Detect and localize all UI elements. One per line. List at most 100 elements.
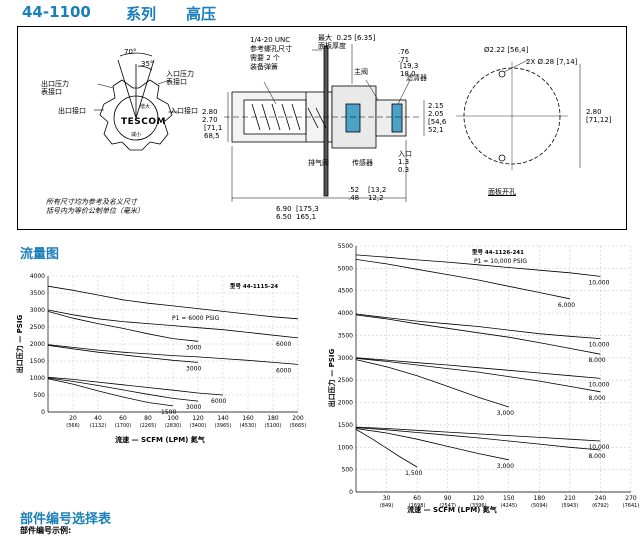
dim-280-mm-label: [71,1 68,5 xyxy=(204,124,223,140)
thread-spec-label: 1/4-20 UNC 参考螺孔尺寸 需要 2 个 装备弹簧 xyxy=(250,36,292,71)
y-tick-label: 500 xyxy=(34,392,46,399)
x-tick-label: 100 xyxy=(167,415,179,422)
x-tick-lpm-label: (4245) xyxy=(500,503,517,509)
series-line xyxy=(355,359,509,408)
dimension-note: 所有尺寸均为参考及名义尺寸 括号内为等价公制单位（毫米） xyxy=(46,198,144,215)
y-tick-label: 1500 xyxy=(338,422,353,429)
x-tick-lpm-label: (1132) xyxy=(90,423,107,429)
series-label: 6000 xyxy=(276,341,291,348)
series-label: 10,000 xyxy=(588,342,609,349)
x-tick-label: 40 xyxy=(94,415,102,422)
knob-leader-lines xyxy=(94,79,178,113)
model-title: 44-1100 xyxy=(22,3,91,21)
series-line xyxy=(47,377,199,402)
series-line xyxy=(355,357,601,379)
y-tick-label: 5500 xyxy=(338,243,353,250)
parts-section-title: 部件编号选择表 xyxy=(20,512,112,527)
y-axis-label: 出口压力 — PSIG xyxy=(15,315,24,374)
dim-280-label: 2.80 2.70 xyxy=(202,108,218,124)
x-tick-label: 180 xyxy=(534,495,546,502)
dim-052-label: .52 .48 xyxy=(348,186,360,202)
y-tick-label: 500 xyxy=(342,467,354,474)
series-line xyxy=(47,376,224,396)
series-line xyxy=(355,426,601,442)
x-tick-lpm-label: (6792) xyxy=(592,503,609,509)
x-tick-label: 150 xyxy=(503,495,515,502)
y-tick-label: 3000 xyxy=(338,355,353,362)
x-tick-lpm-label: (3396) xyxy=(470,503,487,509)
series-line xyxy=(355,428,509,461)
panel-hole-label: 面板开孔 xyxy=(488,188,516,196)
series-line xyxy=(355,259,570,300)
increase-label: 增大 xyxy=(140,103,150,110)
chart-title: 型号 44-1126-241 xyxy=(472,248,524,256)
x-tick-lpm-label: (3965) xyxy=(215,423,232,429)
x-tick-label: 60 xyxy=(119,415,127,422)
outlet-port-label: 出口接口 xyxy=(58,107,86,115)
flow-chart-44-1126-241: 0500100015002000250030003500400045005000… xyxy=(327,243,639,514)
series-label: 3000 xyxy=(186,404,201,411)
x-tick-lpm-label: (2265) xyxy=(140,423,157,429)
decrease-label: 减小 xyxy=(131,131,141,138)
dim-052-mm-label: [13,2 12,2 xyxy=(368,186,387,202)
inlet-port-label: 入口接口 xyxy=(170,107,198,115)
dim-690-label: 6.90 6.50 xyxy=(276,205,292,221)
series-label: 3000 xyxy=(186,365,201,372)
y-tick-label: 0 xyxy=(41,409,45,416)
y-tick-label: 2000 xyxy=(338,400,353,407)
y-tick-label: 2000 xyxy=(30,341,45,348)
series-label: 3,000 xyxy=(497,463,514,470)
panel-cutout-view xyxy=(456,59,581,170)
y-tick-label: 4000 xyxy=(338,310,353,317)
x-tick-lpm-label: (5665) xyxy=(290,423,307,429)
series-label: 8,000 xyxy=(588,357,605,364)
main-valve-label: 主阀 xyxy=(354,68,368,76)
dimension-drawing-frame xyxy=(17,26,627,230)
diameter-222-label: Ø2.22 [56,4] xyxy=(484,46,529,54)
y-tick-label: 2500 xyxy=(30,324,45,331)
series-label: 10,000 xyxy=(588,279,609,286)
x-tick-label: 200 xyxy=(292,415,304,422)
angle-35-label: 35° xyxy=(141,60,153,68)
flow-chart-44-1115-24: 0500100015002000250030003500400020(566)4… xyxy=(15,273,307,444)
series-label: 8,000 xyxy=(588,395,605,402)
series-line xyxy=(47,344,299,365)
dim-280-right-label: 2.80 [71,12] xyxy=(586,108,612,124)
series-label: 6,000 xyxy=(558,302,575,309)
outlet-gauge-port-label: 出口压力 表接口 xyxy=(41,80,69,96)
x-tick-label: 160 xyxy=(242,415,254,422)
series-label: 8,000 xyxy=(588,453,605,460)
x-tick-lpm-label: (5100) xyxy=(265,423,282,429)
series-line xyxy=(355,314,601,355)
series-label: 6000 xyxy=(276,367,291,374)
flow-chart-section-title: 流量图 xyxy=(20,247,60,262)
series-label: 3,000 xyxy=(497,410,514,417)
sensor-label: 传感器 xyxy=(352,159,373,167)
parts-section-subtitle: 部件编号示例: xyxy=(20,526,72,535)
series-line xyxy=(355,254,601,277)
section-dimension-lines xyxy=(227,44,425,202)
x-tick-label: 140 xyxy=(217,415,229,422)
x-tick-lpm-label: (2547) xyxy=(439,503,456,509)
x-axis-label: 流速 — SCFM (LPM) 氮气 xyxy=(407,505,497,514)
y-tick-label: 1500 xyxy=(30,358,45,365)
x-tick-label: 270 xyxy=(625,495,637,502)
dim-215-label: 2.15 2.05 xyxy=(428,102,444,118)
vent-valve-label: 排气阀 xyxy=(308,159,329,167)
panel-thickness-label: 最大 0.25 [6.35] 面板厚度 xyxy=(318,34,376,50)
series-label: 3000 xyxy=(186,344,201,351)
x-tick-label: 120 xyxy=(192,415,204,422)
y-axis-label: 出口压力 — PSIG xyxy=(327,349,336,408)
x-tick-lpm-label: (4530) xyxy=(240,423,257,429)
series-line xyxy=(47,309,299,339)
x-tick-lpm-label: (3400) xyxy=(190,423,207,429)
x-tick-lpm-label: (5943) xyxy=(562,503,579,509)
chart-title: 型号 44-1115-24 xyxy=(230,282,278,290)
y-tick-label: 3000 xyxy=(30,307,45,314)
series-label: 系列 xyxy=(126,5,157,23)
holes-028-label: 2X Ø.28 [7,14] xyxy=(526,58,578,66)
series-line xyxy=(47,345,199,363)
series-line xyxy=(355,427,601,451)
series-label: 10,000 xyxy=(588,444,609,451)
